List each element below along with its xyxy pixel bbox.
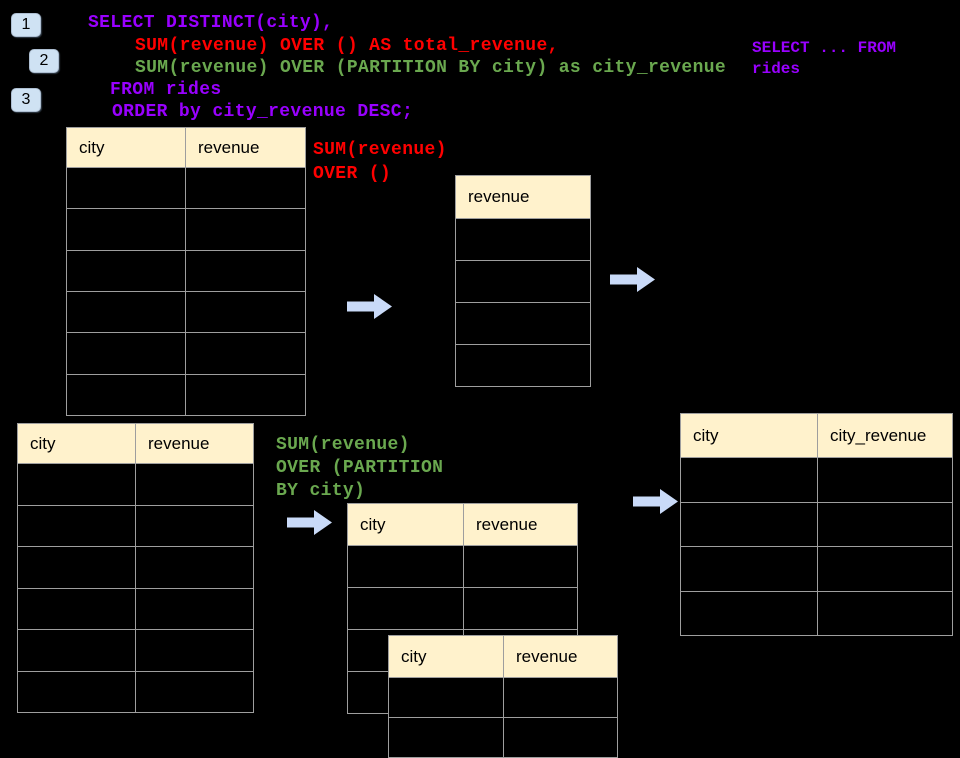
empty-cell [504, 718, 618, 758]
column-header-revenue: revenue [464, 504, 578, 546]
empty-cell [818, 591, 953, 636]
sql-line-partition: SUM(revenue) OVER (PARTITION BY city) as… [135, 58, 727, 78]
annotation-partition-line-3: BY city) [276, 481, 366, 501]
empty-cell [67, 250, 186, 292]
arrow-right-icon [347, 294, 392, 319]
column-header-city: city [681, 414, 818, 458]
annotation-total-line-2: OVER () [313, 164, 392, 184]
arrow-right-icon [287, 510, 332, 535]
annotation-partition-line-1: SUM(revenue) [276, 435, 410, 455]
empty-cell [348, 588, 464, 630]
empty-cell [18, 588, 136, 630]
empty-cell [67, 374, 186, 416]
table-total-revenue-result: revenue [455, 175, 591, 387]
sql-line-total: SUM(revenue) OVER () AS total_revenue, [135, 36, 559, 56]
empty-cell [464, 588, 578, 630]
empty-cell [18, 671, 136, 713]
empty-cell [136, 630, 254, 672]
column-header-city: city [18, 424, 136, 464]
side-note-select-from: SELECT ... FROM rides [752, 38, 896, 80]
column-header-revenue: revenue [186, 128, 306, 168]
column-header-city: city [348, 504, 464, 546]
empty-cell [456, 219, 591, 261]
empty-cell [67, 291, 186, 334]
column-header-revenue: revenue [456, 176, 591, 219]
empty-cell [186, 291, 306, 334]
annotation-partition: SUM(revenue) OVER (PARTITION BY city) [276, 434, 443, 503]
empty-cell [456, 261, 591, 303]
empty-cell [18, 630, 136, 672]
empty-cell [186, 168, 306, 210]
sql-line-from: FROM rides [110, 80, 222, 100]
step-badge-1: 1 [11, 13, 41, 37]
empty-cell [456, 303, 591, 345]
side-note-line-1: SELECT ... FROM [752, 39, 897, 57]
empty-cell [389, 718, 504, 758]
empty-cell [186, 209, 306, 251]
empty-cell [136, 671, 254, 713]
empty-cell [18, 547, 136, 589]
arrow-right-icon [610, 267, 655, 292]
column-header-city: city [389, 636, 504, 678]
slide-canvas: { "steps": [ { "label": "1" }, { "label"… [11, 13, 953, 758]
annotation-total-line-1: SUM(revenue) [313, 140, 447, 160]
empty-cell [818, 502, 953, 547]
empty-cell [681, 458, 818, 503]
empty-cell [348, 546, 464, 588]
annotation-partition-line-2: OVER (PARTITION [276, 458, 444, 478]
step-badge-3: 3 [11, 88, 41, 112]
sql-line-select: SELECT DISTINCT(city), [88, 13, 334, 33]
column-header-revenue: revenue [136, 424, 254, 464]
empty-cell [456, 345, 591, 387]
empty-cell [186, 250, 306, 292]
empty-cell [136, 464, 254, 506]
column-header-revenue: revenue [504, 636, 618, 678]
empty-cell [681, 591, 818, 636]
side-note-line-2: rides [752, 60, 801, 78]
empty-cell [818, 458, 953, 503]
arrow-right-icon [633, 489, 678, 514]
empty-cell [818, 547, 953, 592]
empty-cell [186, 333, 306, 375]
empty-cell [504, 678, 618, 718]
sql-line-order: ORDER by city_revenue DESC; [112, 102, 414, 122]
empty-cell [136, 588, 254, 630]
annotation-total-revenue: SUM(revenue) OVER () [313, 138, 447, 186]
column-header-city-revenue: city_revenue [818, 414, 953, 458]
empty-cell [136, 505, 254, 547]
empty-cell [186, 374, 306, 416]
empty-cell [464, 546, 578, 588]
empty-cell [18, 464, 136, 506]
empty-cell [136, 547, 254, 589]
step-badge-2: 2 [29, 49, 59, 73]
empty-cell [67, 333, 186, 375]
column-header-city: city [67, 128, 186, 168]
empty-cell [681, 547, 818, 592]
empty-cell [67, 168, 186, 210]
empty-cell [389, 678, 504, 718]
empty-cell [681, 502, 818, 547]
empty-cell [67, 209, 186, 251]
empty-cell [18, 505, 136, 547]
